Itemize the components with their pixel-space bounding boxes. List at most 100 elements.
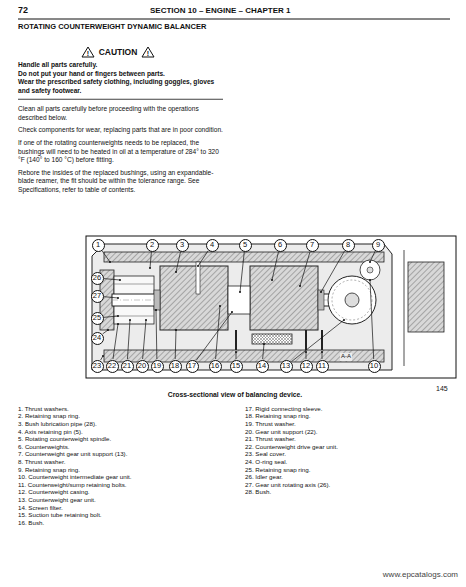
parts-list-item: 12. Counterweight casing. (18, 488, 223, 496)
callout-circle: 17 (186, 360, 199, 373)
callout-circle: 5 (239, 239, 252, 252)
leader-line (272, 252, 278, 280)
callout-circle: 13 (280, 360, 293, 373)
leader-line (240, 252, 244, 292)
leader-dot (239, 291, 241, 293)
figure-frame (86, 236, 456, 378)
parts-list-item: 7. Counterweight gear unit support (13). (18, 450, 223, 458)
leader-dot (320, 291, 322, 293)
callout-circle: 25 (91, 312, 104, 325)
caution-text: Handle all parts carefully. (18, 61, 223, 70)
leader-line (176, 252, 180, 272)
leader-lines (101, 251, 375, 362)
leader-dot (102, 355, 104, 357)
callout-circle: 23 (91, 360, 104, 373)
callout-number: 27 (93, 292, 101, 300)
parts-list-item: 2. Retaining snap ring. (18, 412, 223, 420)
callout-number: 16 (211, 362, 219, 370)
leader-dot (117, 315, 119, 317)
callout-number: 13 (282, 362, 290, 370)
body-paragraph: If one of the rotating counterweights ne… (18, 139, 223, 165)
warning-mark: ! (87, 50, 89, 57)
callout-number: 24 (93, 334, 101, 342)
callout-number: 4 (210, 241, 214, 249)
callout-number: 5 (243, 241, 247, 249)
parts-list-item: 18. Retaining snap ring. (245, 412, 450, 420)
callout-circle: 21 (121, 360, 134, 373)
callout-circle: 6 (274, 239, 287, 252)
callout-circle: 24 (91, 332, 104, 345)
leader-line (306, 352, 307, 359)
gear-teeth (332, 280, 372, 320)
leader-line (156, 310, 158, 359)
sump-bolt (321, 330, 323, 350)
callout-number: 19 (153, 362, 161, 370)
callout-circle: 2 (146, 239, 159, 252)
gear-teeth (114, 284, 154, 285)
parts-list-item: 26. Idler gear. (245, 473, 450, 481)
callout-circle: 9 (372, 239, 385, 252)
parts-list-item: 16. Bush. (18, 519, 223, 527)
parts-list-item: 3. Bush lubrication pipe (28). (18, 420, 223, 428)
callout-number: 9 (376, 241, 380, 249)
page-number: 72 (18, 5, 28, 17)
leader-dot (175, 271, 177, 273)
leader-dot (109, 261, 111, 263)
engine-housing (92, 244, 392, 370)
gear-hub (367, 267, 373, 273)
parts-list-item: 8. Thrust washer. (18, 458, 223, 466)
leader-line (236, 352, 237, 359)
leader-line (370, 251, 375, 262)
callout-circle: 27 (91, 290, 104, 303)
callout-circle: 14 (256, 360, 269, 373)
callout-number: 2 (150, 241, 154, 249)
parts-list-item: 23. Seal cover. (245, 450, 450, 458)
callout-number: 10 (370, 362, 378, 370)
callout-number: 18 (171, 362, 179, 370)
leader-line (263, 344, 264, 359)
parts-list-item: 11. Counterweight/sump retaining bolts. (18, 481, 223, 489)
leader-dot (145, 319, 147, 321)
leader-dot (369, 279, 371, 281)
leader-dot (107, 329, 109, 331)
warning-triangle (142, 47, 154, 57)
leader-dot (263, 343, 265, 345)
callout-number: 11 (318, 362, 326, 370)
leader-dot (235, 351, 237, 353)
callout-number: 8 (346, 241, 350, 249)
caution-text: Wear the prescribed safety clothing, inc… (18, 78, 223, 95)
parts-list-item: 6. Counterweights. (18, 443, 223, 451)
watermark: www.epcatalogs.com (300, 570, 458, 580)
parts-list-item: 9. Retaining snap ring. (18, 466, 223, 474)
leader-line (103, 330, 108, 334)
warning-mark: ! (147, 50, 149, 57)
callout-number: 12 (302, 362, 310, 370)
callout-number: 17 (188, 362, 196, 370)
callout-number: 1 (96, 241, 100, 249)
body-paragraph: Check components for wear, replacing par… (18, 126, 223, 135)
body-paragraph: Clean all parts carefully before proceed… (18, 105, 223, 122)
leader-line (101, 356, 103, 360)
leader-line (150, 252, 151, 268)
leader-line (291, 320, 344, 362)
gear-teeth (114, 316, 154, 317)
callout-circle: 15 (230, 360, 243, 373)
header-rule (18, 19, 450, 20)
callout-number: 6 (278, 241, 282, 249)
lubrication-pipe (196, 262, 200, 294)
callout-number: 15 (232, 362, 240, 370)
parts-list-item: 14. Screen filter. (18, 504, 223, 512)
callout-number: 26 (93, 274, 101, 282)
callout-circle: 18 (169, 360, 182, 373)
suction-bolt (235, 330, 237, 350)
leader-line (104, 316, 118, 317)
leader-line (196, 312, 232, 360)
leader-dot (231, 311, 233, 313)
leader-dot (149, 267, 151, 269)
leader-dot (117, 297, 119, 299)
callout-circle: 4 (206, 239, 219, 252)
parts-list-item: 13. Counterweight gear unit. (18, 496, 223, 504)
leader-dot (219, 305, 221, 307)
casing-bolt (305, 330, 307, 350)
